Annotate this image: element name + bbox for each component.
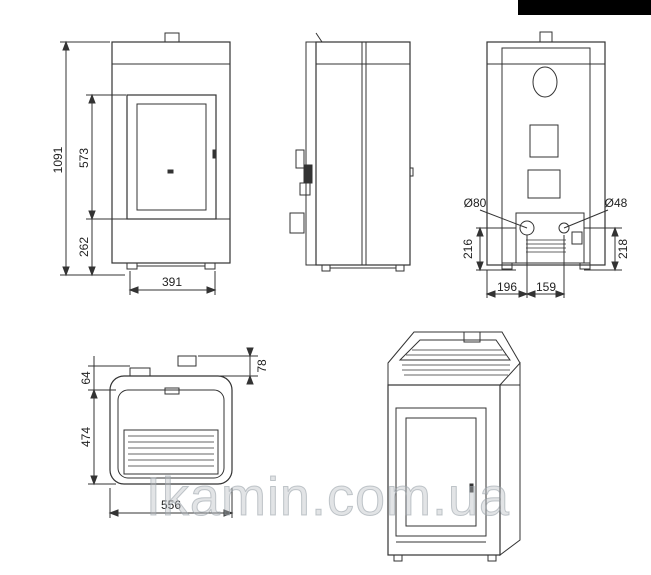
dim-base-height: 262	[77, 237, 91, 257]
rear-vent-grille	[526, 239, 566, 253]
dim-width: 556	[161, 498, 181, 512]
dim-flue-height: 216	[461, 239, 475, 259]
dim-door-height: 573	[77, 148, 91, 168]
perspective-view	[387, 331, 521, 562]
dim-air-inlet-height: 218	[616, 239, 630, 259]
front-dimensions	[60, 40, 217, 295]
top-right-black-bar	[518, 0, 651, 15]
front-view	[111, 32, 231, 270]
top-grille	[128, 435, 214, 467]
top-view	[109, 355, 233, 485]
back-dimensions	[476, 209, 622, 298]
dim-door-width: 391	[162, 275, 182, 289]
back-view	[486, 31, 606, 270]
dim-flue-offset: 196	[497, 280, 517, 294]
dim-top-protrusion: 78	[255, 359, 269, 373]
dim-flue-diameter: Ø80	[464, 196, 487, 210]
perspective-top-grille	[402, 349, 510, 376]
dim-rear-offset: 64	[79, 371, 93, 385]
top-dimensions	[88, 347, 258, 518]
dim-depth: 474	[79, 427, 93, 447]
dim-air-inlet-diameter: Ø48	[605, 196, 628, 210]
side-view	[289, 32, 414, 272]
dim-height-total: 1091	[51, 146, 65, 173]
dim-inlet-spacing: 159	[536, 280, 556, 294]
